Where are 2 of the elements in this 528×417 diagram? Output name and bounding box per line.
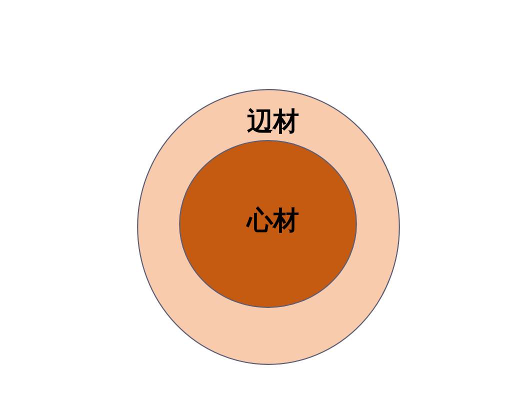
region-label: 心材 <box>247 208 299 234</box>
region-label: 辺材 <box>247 109 299 135</box>
